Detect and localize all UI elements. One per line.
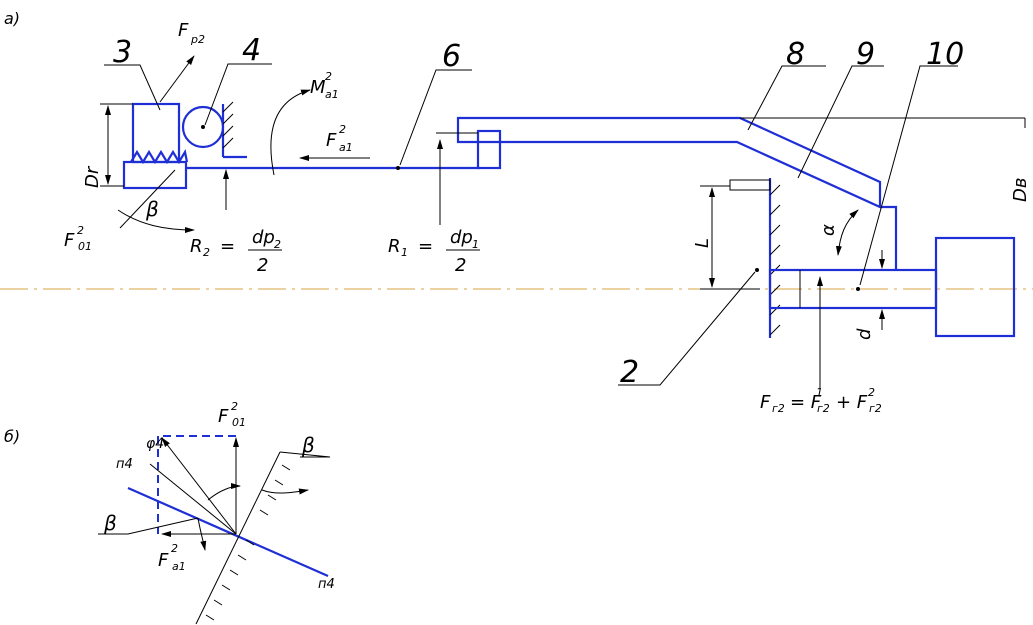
label-M: M 2 а1	[310, 70, 339, 101]
label-R1: R 1 = dp 1 2	[388, 227, 480, 276]
svg-text:2: 2	[171, 542, 178, 555]
svg-text:1: 1	[816, 386, 823, 399]
part-3	[100, 102, 189, 190]
leader-4	[204, 63, 272, 126]
svg-text:а1: а1	[172, 560, 186, 573]
svg-text:г2: г2	[772, 402, 785, 415]
leader-beta-right	[279, 451, 331, 458]
svg-text:F: F	[64, 230, 75, 251]
label-L: L	[692, 238, 713, 248]
svg-text:2: 2	[231, 400, 238, 413]
tooth-flank	[195, 451, 281, 625]
svg-text:F: F	[218, 406, 229, 427]
phi-arc	[207, 483, 241, 501]
label-beta: β	[145, 197, 159, 221]
normal-line-n4	[127, 486, 329, 578]
b-label-n4-bottom: п4	[318, 577, 335, 592]
label-10: 10	[926, 37, 964, 72]
svg-text:+ F: + F	[836, 392, 868, 413]
beta-left-arc	[197, 517, 207, 551]
label-9: 9	[856, 37, 875, 72]
svg-text:R: R	[388, 236, 401, 257]
leader-F01	[119, 169, 176, 229]
friction-line	[149, 463, 237, 535]
label-6: 6	[442, 39, 461, 74]
svg-text:а1: а1	[339, 141, 353, 154]
label-3: 3	[113, 35, 132, 70]
svg-text:dp: dp	[252, 227, 275, 248]
b-label-phi4: φ4	[146, 436, 164, 452]
svg-text:1: 1	[401, 246, 408, 259]
svg-text:2: 2	[868, 386, 875, 399]
panel-b: б) F 2 01	[4, 400, 335, 625]
label-R2: R 2 = dp 2 2	[190, 227, 282, 276]
svg-text:F: F	[760, 392, 771, 413]
label-Dv: Dв	[1010, 178, 1031, 202]
panel-a: а)	[0, 9, 1033, 415]
panel-b-label: б)	[4, 427, 20, 446]
label-F01: F 2 01	[64, 224, 92, 253]
leader-2	[618, 271, 756, 386]
part-8-lever	[456, 116, 1026, 270]
label-Fr2: F г2 = F 1 г2 + F 2 г2	[760, 386, 882, 415]
moment-M-arrow	[270, 89, 311, 176]
svg-text:dp: dp	[450, 227, 473, 248]
leader-10	[859, 65, 958, 286]
part-10-shaft	[768, 236, 1016, 338]
b-label-beta-right: β	[301, 433, 315, 457]
label-Dr: Dr	[82, 165, 103, 188]
svg-text:2: 2	[339, 123, 346, 136]
leader-8	[747, 65, 826, 131]
b-label-n4-top: п4	[116, 457, 133, 472]
force-Fp2-arrow	[159, 55, 195, 103]
svg-text:=: =	[418, 236, 433, 257]
svg-text:=: =	[220, 236, 235, 257]
label-d: d	[854, 328, 875, 340]
b-label-F01: F 2 01	[218, 400, 246, 429]
b-label-beta-left: β	[103, 511, 117, 535]
leader-6	[399, 69, 472, 166]
svg-text:г2: г2	[869, 402, 882, 415]
svg-text:г2: г2	[817, 402, 830, 415]
part-6-rod	[186, 166, 480, 170]
b-label-Fa1: F 2 а1	[158, 542, 186, 573]
label-alpha: α	[818, 224, 839, 236]
label-Fp2: F р2	[178, 20, 205, 46]
svg-text:F: F	[158, 550, 169, 571]
svg-text:2: 2	[77, 224, 84, 237]
beta-right-arc	[261, 488, 309, 495]
leader-9	[797, 65, 884, 179]
dimension-L	[700, 185, 760, 290]
part-2-support	[729, 178, 781, 338]
svg-text:R: R	[190, 236, 203, 257]
svg-text:F: F	[178, 20, 189, 41]
svg-text:01: 01	[232, 416, 246, 429]
label-4: 4	[242, 33, 261, 68]
svg-text:01: 01	[78, 240, 92, 253]
svg-text:а1: а1	[325, 88, 339, 101]
svg-text:2: 2	[455, 255, 466, 276]
svg-text:2: 2	[325, 70, 332, 83]
label-2: 2	[620, 355, 639, 390]
svg-text:= F: = F	[790, 392, 822, 413]
beta-arc	[117, 209, 195, 233]
svg-text:2: 2	[203, 246, 210, 259]
svg-text:2: 2	[274, 238, 281, 251]
label-Fa1: F 2 а1	[326, 123, 353, 154]
svg-text:1: 1	[472, 238, 479, 251]
resultant-arrow	[161, 437, 237, 535]
svg-text:M: M	[310, 77, 326, 98]
label-8: 8	[786, 37, 805, 72]
alpha-arc	[835, 209, 859, 256]
svg-text:F: F	[326, 130, 337, 151]
panel-a-label: а)	[4, 9, 20, 28]
leader-beta-left	[98, 517, 199, 535]
svg-text:р2: р2	[190, 33, 205, 46]
svg-text:2: 2	[257, 255, 268, 276]
flank-hatching	[205, 464, 291, 621]
leader-3	[104, 64, 161, 111]
part-4	[181, 101, 247, 159]
